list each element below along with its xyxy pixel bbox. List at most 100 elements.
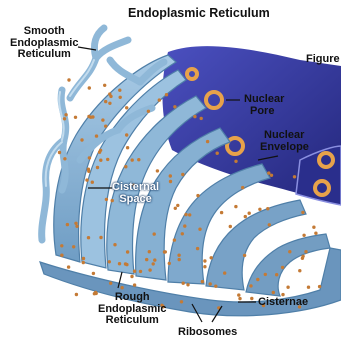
- ribosome: [206, 140, 209, 143]
- ribosome: [126, 146, 129, 149]
- ribosome: [148, 250, 151, 253]
- ribosome: [109, 282, 112, 285]
- ribosome: [203, 265, 206, 268]
- ribosome: [304, 250, 307, 253]
- ribosome: [152, 262, 155, 265]
- ribosome: [145, 258, 148, 261]
- cisternal-space-label: Cisternal Space: [112, 182, 159, 205]
- ribosome: [203, 259, 206, 262]
- ribosome: [223, 271, 226, 274]
- ribosome: [198, 228, 201, 231]
- ribosome: [234, 205, 237, 208]
- ribosome: [63, 117, 66, 120]
- ribosome: [104, 125, 107, 128]
- ribosome: [106, 158, 109, 161]
- ribosome: [250, 297, 253, 300]
- ribosome: [131, 158, 134, 161]
- ribosome: [63, 157, 66, 160]
- ribosome: [96, 166, 99, 169]
- ribosome: [139, 270, 142, 273]
- ribosome: [75, 293, 78, 296]
- ribosome: [183, 224, 186, 227]
- ribosome: [153, 232, 156, 235]
- ribosome: [95, 134, 98, 137]
- ribosome: [169, 174, 172, 177]
- ribosome: [130, 275, 133, 278]
- ribosome: [125, 133, 128, 136]
- ribosome: [168, 262, 171, 265]
- ribosome: [293, 175, 296, 178]
- ribosome: [173, 238, 176, 241]
- ribosome: [241, 186, 244, 189]
- ribosome: [318, 285, 321, 288]
- ribosome: [82, 261, 85, 264]
- ribosome: [268, 223, 271, 226]
- ribosome: [158, 98, 161, 101]
- ribosome: [173, 105, 176, 108]
- ribosome: [74, 116, 77, 119]
- ribosome: [237, 293, 240, 296]
- ribosome: [286, 286, 289, 289]
- ribosome: [169, 180, 172, 183]
- ribosome: [66, 223, 69, 226]
- ribosome: [301, 255, 304, 258]
- ribosome: [258, 208, 261, 211]
- ribosome: [177, 254, 180, 257]
- ribosome: [312, 226, 315, 229]
- rough-er-label: Rough Endoplasmic Reticulum: [98, 292, 166, 327]
- ribosome: [249, 284, 252, 287]
- ribosome: [58, 151, 61, 154]
- ribosome: [60, 244, 63, 247]
- ribosome: [238, 297, 241, 300]
- ribosome: [133, 270, 136, 273]
- ribosome: [120, 286, 123, 289]
- ribosome: [229, 225, 232, 228]
- ribosome: [92, 272, 95, 275]
- ribosome: [256, 278, 259, 281]
- ribosome: [67, 265, 70, 268]
- ribosome: [99, 159, 102, 162]
- ribosome: [214, 285, 217, 288]
- ribosome: [126, 250, 129, 253]
- ribosome: [85, 178, 88, 181]
- ribosome: [87, 168, 90, 171]
- diagram-title: Endoplasmic Reticulum: [128, 8, 270, 20]
- ribosome: [220, 211, 223, 214]
- ribosome: [125, 263, 128, 266]
- ribosome: [184, 213, 187, 216]
- ribosome: [248, 212, 251, 215]
- ribosome: [91, 181, 94, 184]
- ribosome: [103, 84, 106, 87]
- ribosomes-label: Ribosomes: [178, 327, 237, 339]
- ribosome: [72, 245, 75, 248]
- ribosome: [181, 232, 184, 235]
- ribosome: [196, 247, 199, 250]
- ribosome: [118, 262, 121, 265]
- ribosome: [196, 194, 199, 197]
- ribosome: [89, 116, 92, 119]
- ribosome: [74, 222, 77, 225]
- ribosome: [88, 156, 91, 159]
- ribosome: [216, 152, 219, 155]
- ribosome: [104, 100, 107, 103]
- ribosome: [264, 273, 267, 276]
- ribosome: [124, 165, 127, 168]
- ribosome: [105, 198, 108, 201]
- ribosome: [301, 211, 304, 214]
- ribosome: [133, 283, 136, 286]
- ribosome: [307, 286, 310, 289]
- ribosome: [188, 213, 191, 216]
- ribosome: [234, 160, 237, 163]
- nuclear-pore-label: Nuclear Pore: [244, 94, 284, 117]
- ribosome: [82, 257, 85, 260]
- ribosome: [88, 86, 91, 89]
- ribosome: [80, 138, 83, 141]
- smooth-er-label: Smooth Endoplasmic Reticulum: [10, 26, 78, 61]
- ribosome: [314, 232, 317, 235]
- ribosome: [209, 282, 212, 285]
- ribosome: [94, 291, 97, 294]
- ribosome: [243, 254, 246, 257]
- ribosome: [148, 268, 151, 271]
- ribosome: [164, 250, 167, 253]
